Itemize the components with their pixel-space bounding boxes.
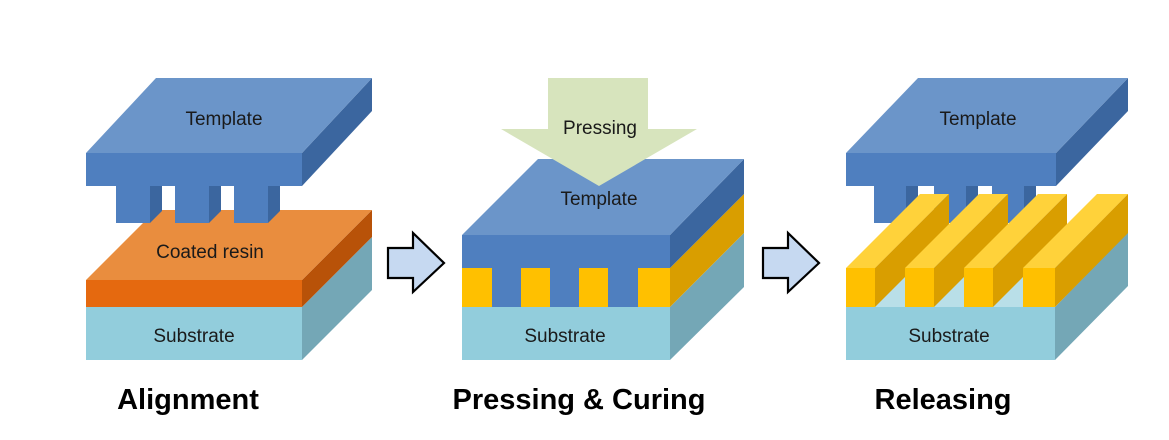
pressing-curing-panel: Pressing Template Substrate Pressing & C… [453,78,744,416]
resin-line [1023,194,1128,307]
process-arrow-icon [761,230,821,295]
template-label: Template [560,189,637,210]
alignment-panel: Template Coated resin Substrate Alignmen… [86,78,372,416]
step-label-pressing-curing: Pressing & Curing [453,384,706,416]
template-label: Template [185,109,262,130]
step-label-alignment: Alignment [117,384,259,416]
resin-line [905,194,1008,307]
coated-resin-label: Coated resin [156,242,264,263]
substrate-block [86,237,372,360]
substrate-block [462,233,744,360]
releasing-panel: Template Substrate Releasing [846,78,1128,416]
coated-resin-layer [86,210,372,307]
process-arrow-icon [386,230,446,295]
substrate-label: Substrate [153,326,234,347]
template-block [462,159,744,307]
substrate-label: Substrate [908,326,989,347]
resin-line [846,194,949,307]
substrate-label: Substrate [524,326,605,347]
template-label: Template [939,109,1016,130]
resin-line [964,194,1067,307]
step-label-releasing: Releasing [875,384,1012,416]
cured-resin-lines [846,194,1128,307]
template-block [86,78,372,223]
template-block [846,78,1128,223]
pressing-label: Pressing [563,118,637,139]
pressing-arrow-icon [501,78,697,186]
